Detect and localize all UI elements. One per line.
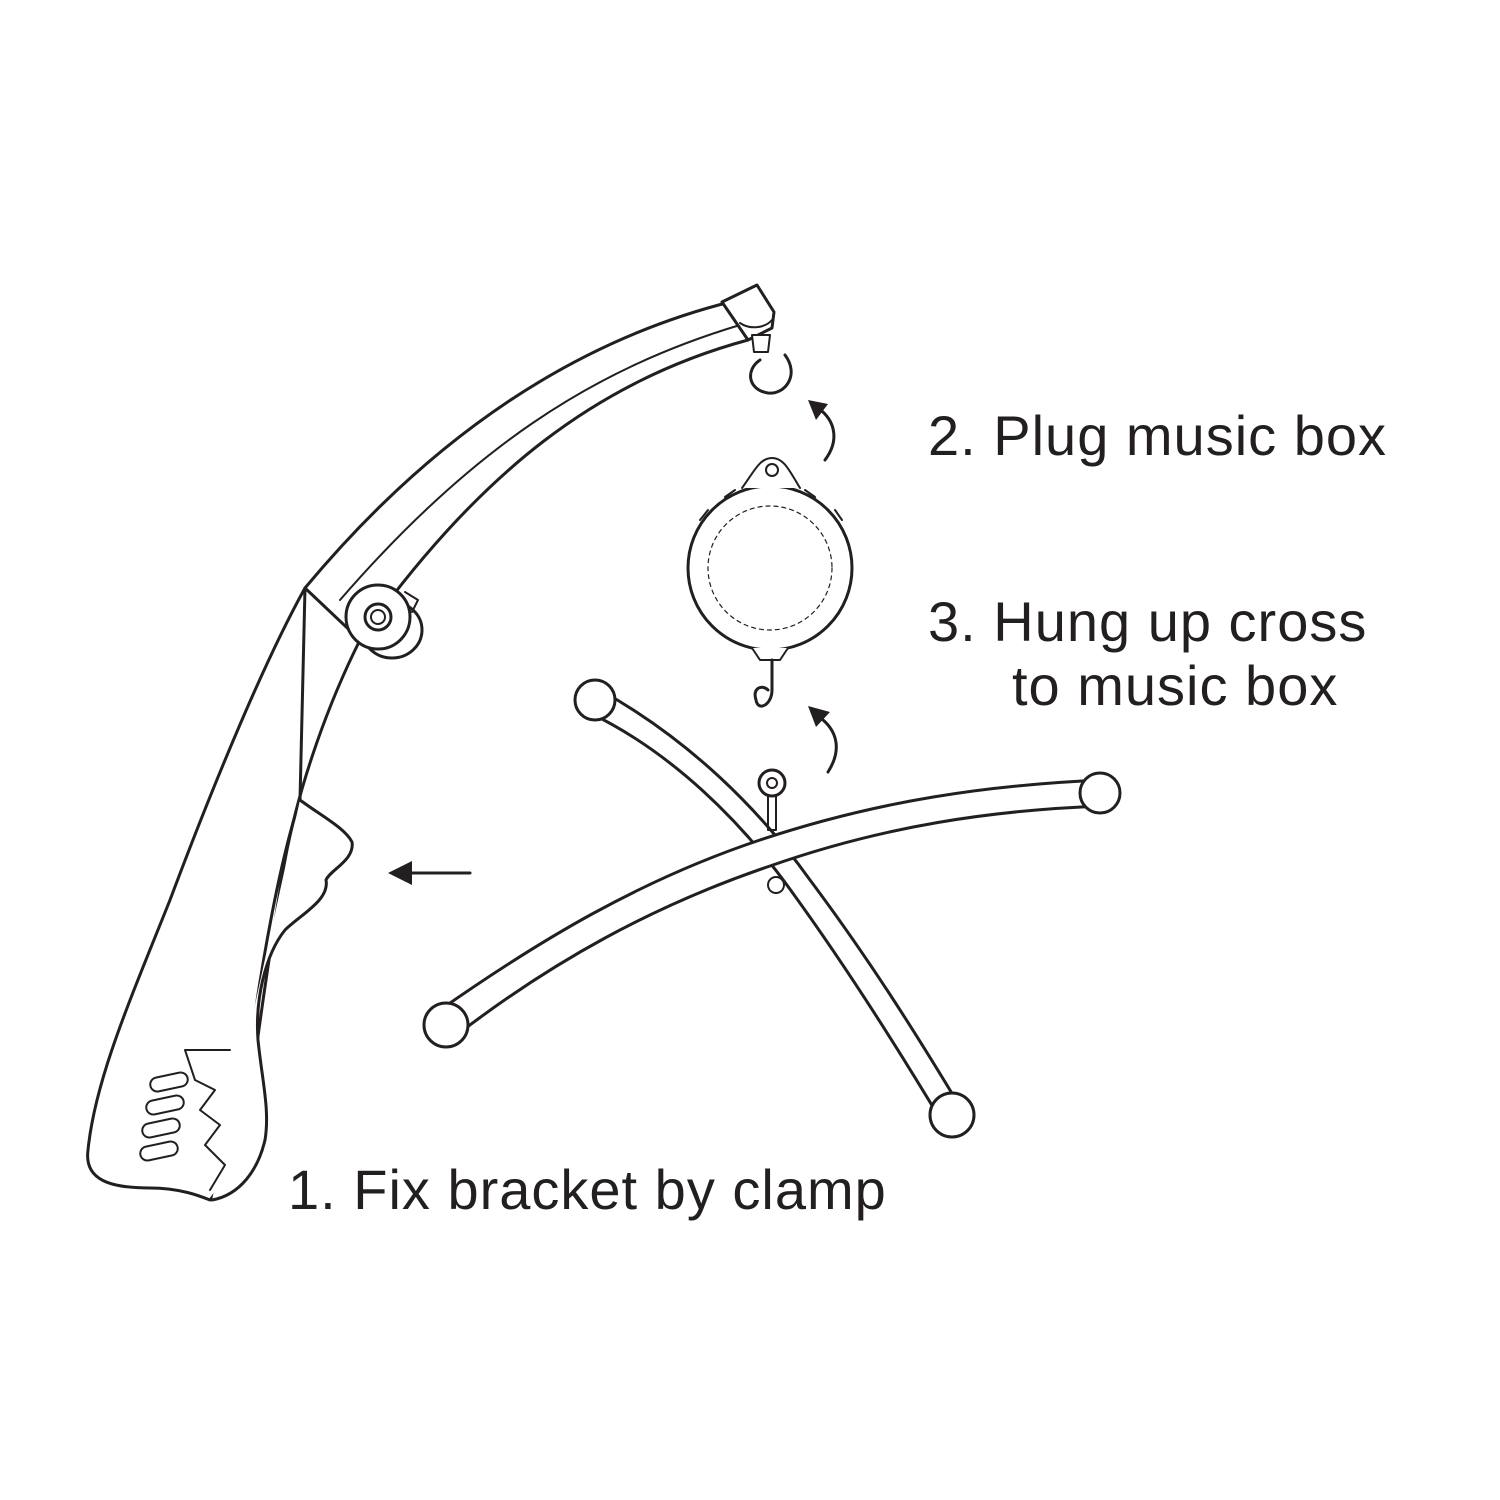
clamp-jaw <box>210 798 354 1202</box>
arrow-left-icon <box>388 861 472 885</box>
cross-center-ring <box>757 768 787 894</box>
bottom-hook <box>753 658 774 708</box>
cross-end-knob <box>573 678 617 722</box>
music-box <box>686 457 854 708</box>
cross-end-knob <box>422 1001 470 1049</box>
step-2-label: 2. Plug music box <box>928 404 1387 468</box>
mobile-cross <box>422 678 1122 1139</box>
step-2-text: 2. Plug music box <box>928 404 1387 467</box>
clamp-body <box>86 586 307 1202</box>
cross-bar-2 <box>438 778 1106 1036</box>
arm-tip <box>720 283 793 395</box>
cross-end-knob <box>928 1091 976 1139</box>
step-3-line-1: 3. Hung up cross <box>928 590 1368 653</box>
clamp-teeth <box>184 1049 231 1191</box>
cross-end-knob <box>1078 771 1122 815</box>
tip-hook <box>749 353 793 395</box>
bracket-arm <box>86 283 793 1202</box>
step-3-label: 3. Hung up cross to music box <box>928 590 1367 718</box>
step-3-line-2: to music box <box>1012 654 1339 717</box>
arm-groove <box>339 324 741 601</box>
curved-arrow-icon <box>808 400 836 462</box>
step-1-text: 1. Fix bracket by clamp <box>288 1158 887 1221</box>
joint-knob <box>344 583 424 660</box>
step-1-label: 1. Fix bracket by clamp <box>288 1158 887 1222</box>
curved-arrow-icon <box>808 706 838 774</box>
grip-ridges <box>139 1071 189 1162</box>
